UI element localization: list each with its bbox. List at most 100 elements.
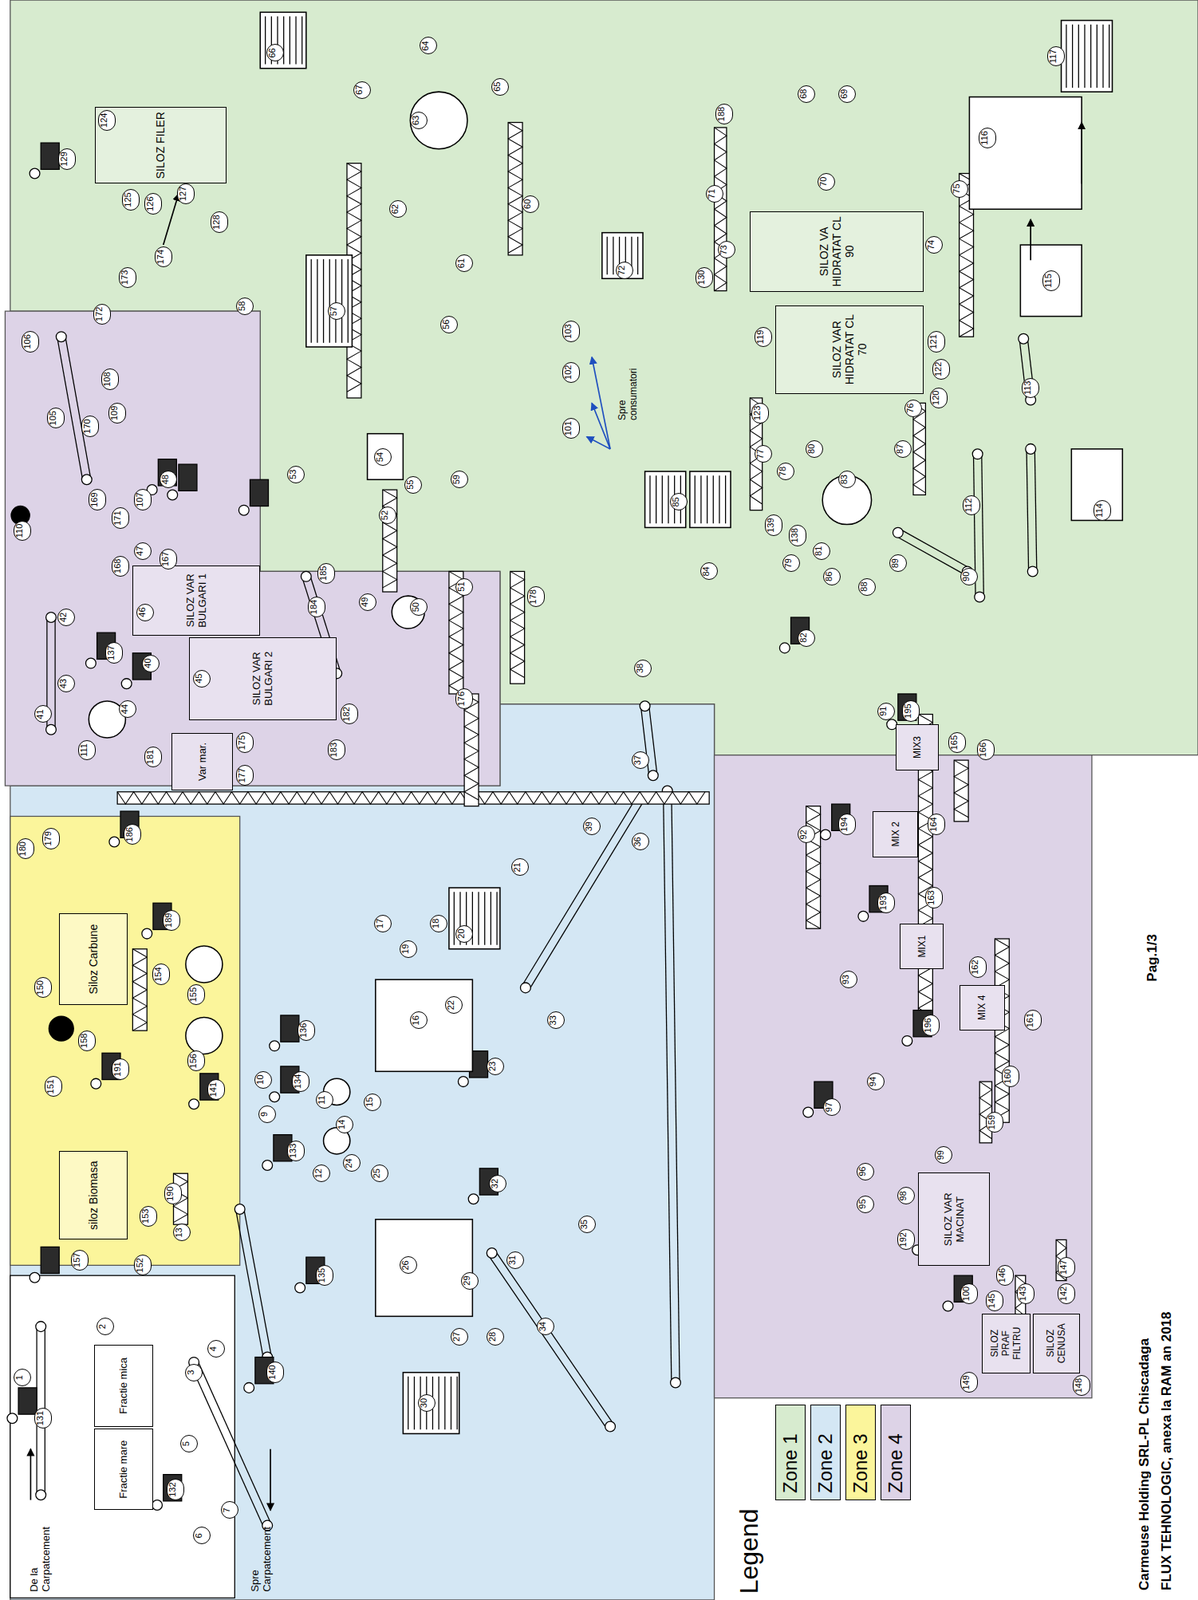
callout-number: 100 (960, 1283, 978, 1305)
callout-number: 62 (389, 200, 407, 218)
filter-bag (649, 475, 651, 524)
callout-number: 50 (409, 598, 428, 616)
callout-number: 178 (527, 586, 545, 607)
filter-bag (1096, 24, 1098, 88)
callout-number: 168 (111, 555, 130, 577)
callout-number: 149 (960, 1371, 978, 1393)
callout-number: 153 (139, 1205, 158, 1227)
callout-number: 22 (445, 996, 463, 1014)
silo-label: Var mar. (196, 742, 209, 781)
filter-bag (694, 475, 696, 524)
callout-number: 23 (486, 1057, 505, 1076)
callout-number: 162 (969, 956, 987, 978)
callout-number: 14 (335, 1115, 354, 1134)
callout-number: 123 (751, 402, 769, 424)
callout-number: 30 (417, 1394, 436, 1412)
dust-filter (40, 1246, 60, 1273)
callout-number: 132 (166, 1478, 185, 1500)
equipment-box (1071, 449, 1123, 521)
belt-pulley (972, 449, 983, 460)
silo-label: SILOZ VAR MACINAT (941, 1175, 966, 1263)
fan-symbol (238, 504, 249, 516)
callout-number: 170 (81, 415, 99, 437)
silo-box: Var mar. (171, 732, 233, 792)
filter-bag (496, 891, 497, 946)
callout-number: 131 (34, 1407, 52, 1429)
callout-number: 18 (429, 914, 448, 933)
flow-arrow (591, 357, 611, 450)
callout-number: 196 (922, 1014, 940, 1036)
callout-number: 184 (307, 596, 326, 618)
filter-bag (1071, 24, 1073, 88)
callout-number: 146 (996, 1264, 1014, 1286)
callout-number: 176 (455, 688, 473, 710)
callout-number: 110 (13, 520, 32, 542)
callout-number: 31 (506, 1251, 525, 1269)
callout-number: 42 (57, 608, 75, 627)
silo-box: Fractie mare (94, 1428, 154, 1510)
callout-number: 195 (902, 700, 920, 722)
belt-pulley (520, 982, 531, 994)
callout-number: 191 (111, 1058, 130, 1080)
fan-symbol (189, 1099, 200, 1110)
filter-bag (1083, 24, 1085, 88)
belt-pulley (234, 1204, 245, 1215)
silo-text: MIX1 (916, 935, 928, 958)
belt-pulley (974, 591, 986, 603)
callout-number: 98 (897, 1186, 915, 1205)
dust-filter (18, 1387, 37, 1415)
screw-conveyor (994, 938, 1009, 1123)
bag-filter (689, 471, 731, 528)
silo-label: SILOZ VAR BULGARI 1 (184, 568, 209, 633)
callout-number: 180 (16, 838, 35, 860)
screw-flight (382, 489, 398, 588)
callout-number: 192 (897, 1229, 915, 1250)
callout-number: 36 (631, 832, 650, 851)
belt-conveyor (663, 791, 672, 1384)
callout-number: 138 (788, 524, 807, 546)
silo-box: SILOZ VAR MACINAT (918, 1172, 990, 1266)
fan-symbol (141, 928, 153, 939)
dust-filter (249, 479, 268, 506)
callout-number: 54 (374, 448, 392, 466)
callout-number: 113 (1021, 378, 1040, 399)
filter-bag (264, 15, 266, 64)
intake-area (10, 1275, 235, 1598)
silo-text: Siloz Carbune (86, 924, 100, 995)
silo-label: MIX3 (911, 736, 923, 759)
filter-bag (1102, 24, 1104, 88)
flow-arrow (1080, 122, 1083, 185)
belt-conveyor (1026, 449, 1029, 572)
silo-box: SILOZ VAR BULGARI 2 (189, 637, 338, 721)
callout-number: 109 (108, 402, 127, 424)
callout-number: 9 (258, 1105, 276, 1124)
callout-number: 46 (136, 603, 154, 622)
screw-conveyor (508, 122, 523, 256)
filter-bag (407, 1376, 409, 1431)
callout-number: 52 (378, 506, 397, 525)
belt-conveyor (1034, 449, 1037, 572)
callout-number: 134 (291, 1071, 310, 1092)
filter-bag (295, 15, 296, 64)
callout-number: 75 (950, 180, 969, 198)
callout-number: 135 (315, 1264, 334, 1286)
belt-pulley (35, 1321, 47, 1332)
silo-label: SILOZ VA HIDRATAT CL 90 (817, 214, 856, 289)
callout-number: 139 (764, 514, 783, 536)
screw-conveyor (117, 792, 710, 804)
callout-number: 182 (340, 703, 359, 725)
callout-number: 157 (70, 1249, 89, 1271)
filter-bag (347, 259, 349, 343)
legend-swatch: Zone 4 (880, 1404, 911, 1501)
fan-symbol (858, 910, 869, 922)
callout-number: 27 (450, 1328, 469, 1346)
silo-text: MIX3 (911, 736, 923, 759)
callout-number: 11 (315, 1091, 334, 1109)
legend-swatch: Zone 1 (775, 1404, 806, 1501)
callout-number: 1 (13, 1368, 32, 1387)
silo-text: siloz Biomasa (86, 1161, 100, 1230)
diagram-title: Carmeuse Holding SRL-PL Chiscadaga (1136, 1338, 1153, 1591)
filter-bag (444, 1376, 446, 1431)
callout-number: 173 (118, 267, 137, 288)
fan-symbol (295, 1282, 306, 1293)
